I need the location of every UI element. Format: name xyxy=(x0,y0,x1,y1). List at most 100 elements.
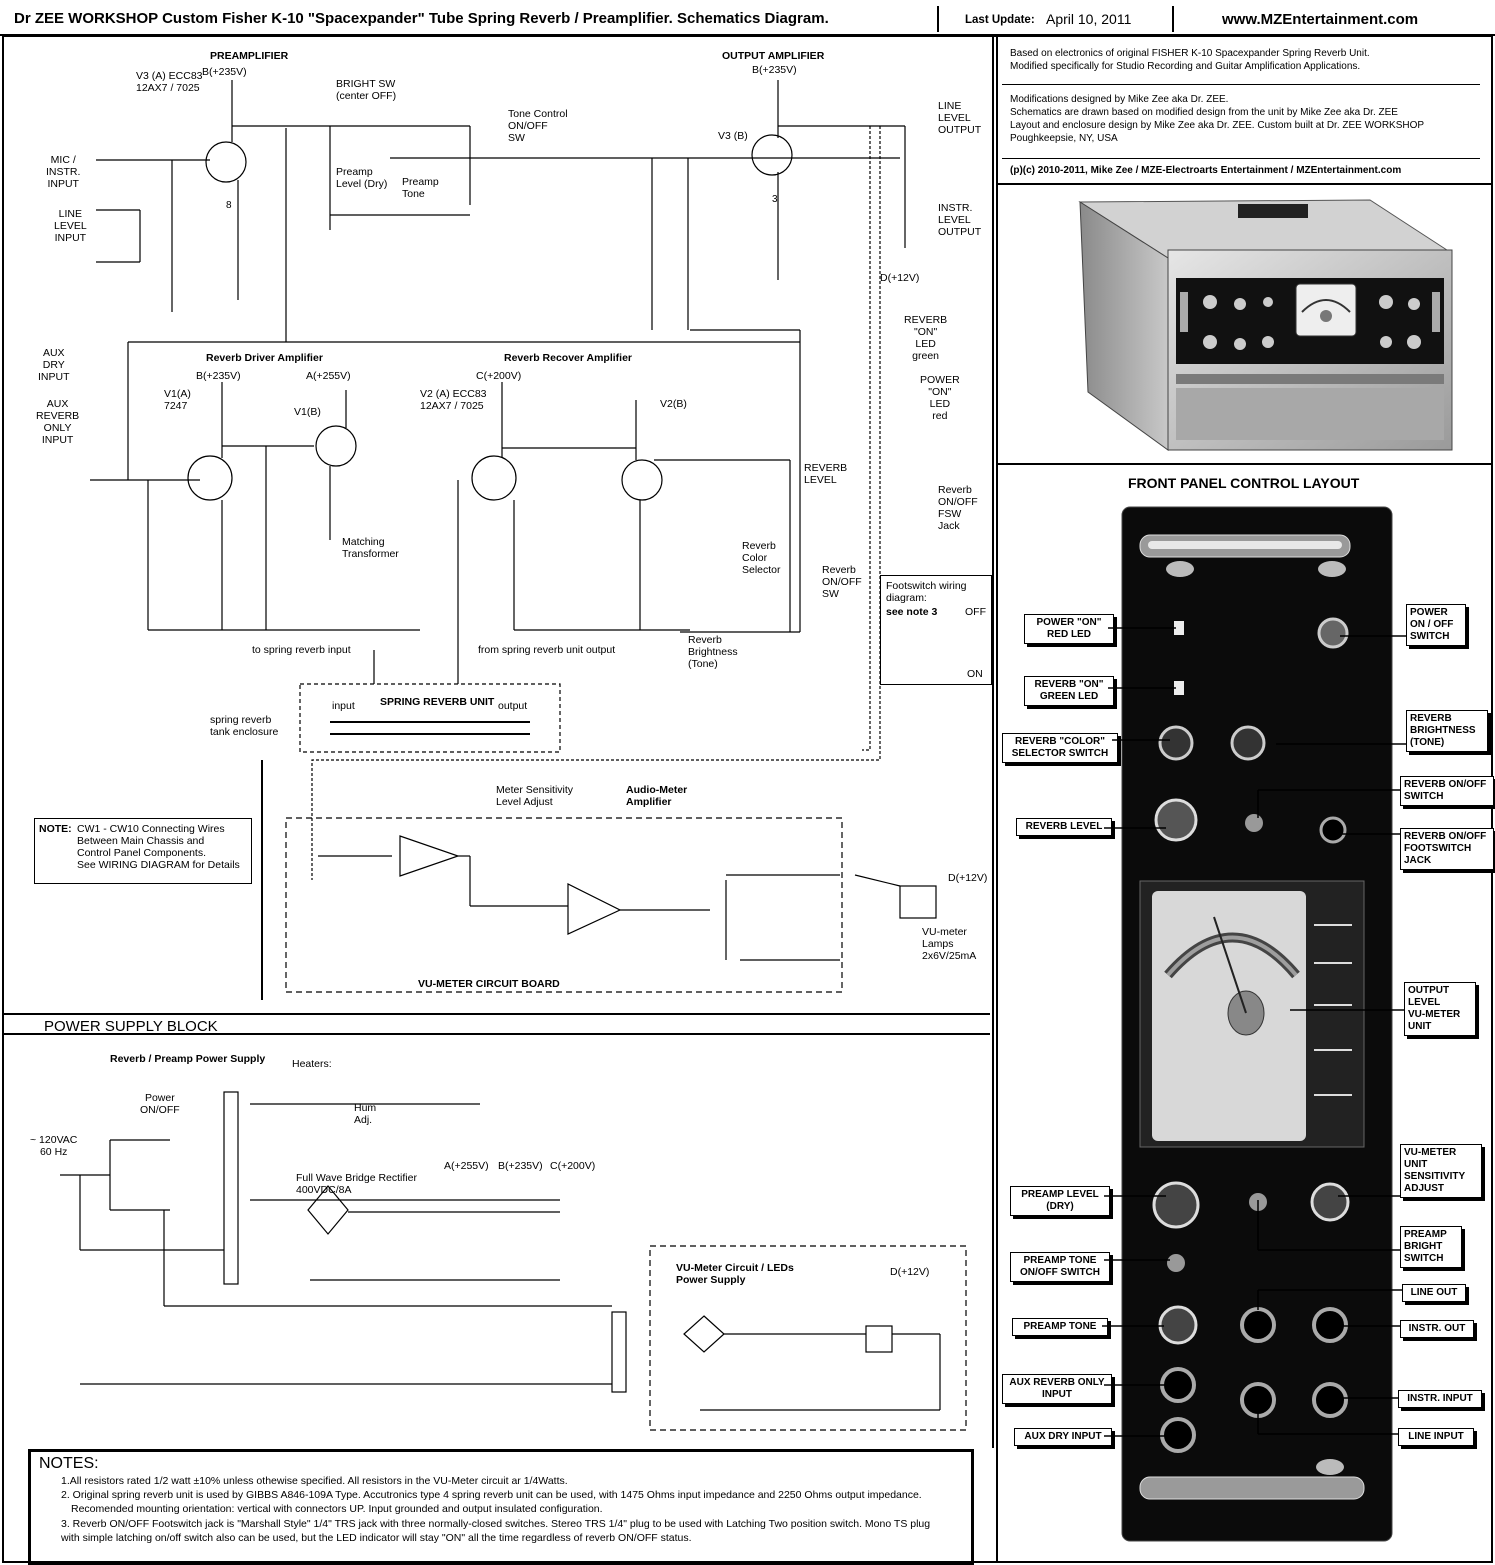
note-2b: Recomended mounting orientation: vertica… xyxy=(71,1503,603,1515)
psu-b-plus: B(+235V) xyxy=(498,1160,543,1172)
section-spring-unit: SPRING REVERB UNIT xyxy=(380,696,495,708)
driver-a-plus: A(+255V) xyxy=(306,370,351,382)
svg-text:8: 8 xyxy=(226,200,232,211)
callout-footswitch-jack: REVERB ON/OFF FOOTSWITCH JACK xyxy=(1400,828,1494,870)
enclosure-photo xyxy=(1078,199,1453,451)
footswitch-text: Footswitch wiring diagram: xyxy=(886,580,967,604)
section-output-amp: OUTPUT AMPLIFIER xyxy=(722,50,825,62)
label-input: input xyxy=(332,700,355,712)
callout-instr-input: INSTR. INPUT xyxy=(1398,1390,1482,1408)
section-audio-meter: Audio-Meter Amplifier xyxy=(626,784,688,808)
callout-vu-sensitivity: VU-METER UNIT SENSITIVITY ADJUST xyxy=(1400,1144,1482,1198)
label-power-led: POWER "ON" LED red xyxy=(920,374,960,422)
schematic-wiring: 8 3 xyxy=(60,80,967,1431)
info-line-6: Poughkeepsie, NY, USA xyxy=(1010,133,1118,144)
led-d-plus: D(+12V) xyxy=(880,272,920,284)
vu-d-plus: D(+12V) xyxy=(948,872,988,884)
info-line-2: Modified specifically for Studio Recordi… xyxy=(1010,61,1361,72)
label-mic-input: MIC / INSTR. INPUT xyxy=(46,154,81,190)
section-reverb-driver: Reverb Driver Amplifier xyxy=(206,352,323,364)
footswitch-off: OFF xyxy=(965,606,986,618)
note-2a: 2. Original spring reverb unit is used b… xyxy=(61,1489,922,1501)
tube-v2a: V2 (A) ECC83 12AX7 / 7025 xyxy=(420,388,487,412)
callout-line-out: LINE OUT xyxy=(1402,1284,1466,1302)
label-heaters: Heaters: xyxy=(292,1058,332,1070)
vu-psu-d-plus: D(+12V) xyxy=(890,1266,930,1278)
page-title: Dr ZEE WORKSHOP Custom Fisher K-10 "Spac… xyxy=(14,10,829,27)
notes-box: NOTES: 1.All resistors rated 1/2 watt ±1… xyxy=(28,1449,974,1565)
callout-reverb-level: REVERB LEVEL xyxy=(1016,818,1112,836)
psu-a-plus: A(+255V) xyxy=(444,1160,489,1172)
info-line-4: Schematics are drawn based on modified d… xyxy=(1010,107,1398,118)
label-vu-lamps: VU-meter Lamps 2x6V/25mA xyxy=(922,926,977,962)
label-tone-sw: Tone Control ON/OFF SW xyxy=(508,108,568,144)
footswitch-on: ON xyxy=(967,668,983,680)
label-matching-transformer: Matching Transformer xyxy=(342,536,399,560)
note-label: NOTE: xyxy=(39,823,72,835)
section-reverb-recover: Reverb Recover Amplifier xyxy=(504,352,632,364)
callout-reverb-led: REVERB "ON" GREEN LED xyxy=(1024,676,1114,706)
driver-b-plus: B(+235V) xyxy=(196,370,241,382)
label-aux-dry: AUX DRY INPUT xyxy=(38,347,70,383)
section-preamp: PREAMPLIFIER xyxy=(210,50,289,62)
label-reverb-sw: Reverb ON/OFF SW xyxy=(822,564,862,600)
svg-text:3: 3 xyxy=(772,194,778,205)
preamp-b-plus: B(+235V) xyxy=(202,66,247,78)
label-instr-output: INSTR. LEVEL OUTPUT xyxy=(938,202,982,238)
copyright: (p)(c) 2010-2011, Mike Zee / MZE-Electro… xyxy=(1010,165,1402,176)
label-tank: spring reverb tank enclosure xyxy=(210,714,279,738)
label-fsw-jack: Reverb ON/OFF FSW Jack xyxy=(938,484,978,532)
label-bridge-rectifier: Full Wave Bridge Rectifier 400VDC/8A xyxy=(296,1172,417,1196)
front-panel-photo xyxy=(1121,506,1393,1542)
label-output: output xyxy=(498,700,528,712)
note-1: 1.All resistors rated 1/2 watt ±10% unle… xyxy=(61,1475,568,1487)
info-line-5: Layout and enclosure design by Mike Zee … xyxy=(1010,120,1425,131)
callout-instr-out: INSTR. OUT xyxy=(1400,1320,1474,1338)
label-meter-sensitivity: Meter Sensitivity Level Adjust xyxy=(496,784,574,808)
callout-bright-switch: PREAMP BRIGHT SWITCH xyxy=(1400,1226,1462,1268)
section-power-block: POWER SUPPLY BLOCK xyxy=(44,1018,218,1035)
callout-vu-meter: OUTPUT LEVEL VU-METER UNIT xyxy=(1404,982,1476,1036)
section-reverb-psu: Reverb / Preamp Power Supply xyxy=(110,1053,266,1065)
label-reverb-color: Reverb Color Selector xyxy=(742,540,781,576)
label-line-input: LINE LEVEL INPUT xyxy=(54,208,87,244)
last-update-label: Last Update: xyxy=(965,14,1035,26)
label-reverb-led: REVERB "ON" LED green xyxy=(904,314,948,362)
psu-c-plus: C(+200V) xyxy=(550,1160,596,1172)
callout-preamp-tone: PREAMP TONE xyxy=(1012,1318,1108,1336)
note-3a: 3. Reverb ON/OFF Footswitch jack is "Mar… xyxy=(61,1518,931,1530)
label-preamp-tone: Preamp Tone xyxy=(402,176,439,200)
output-b-plus: B(+235V) xyxy=(752,64,797,76)
section-vu-board: VU-METER CIRCUIT BOARD xyxy=(418,978,560,990)
recover-c-plus: C(+200V) xyxy=(476,370,522,382)
callout-power-led: POWER "ON" RED LED xyxy=(1024,614,1114,644)
label-preamp-level: Preamp Level (Dry) xyxy=(336,166,388,190)
footswitch-note: see note 3 xyxy=(886,606,938,618)
tube-v3a: V3 (A) ECC83 12AX7 / 7025 xyxy=(136,70,203,94)
note-box: NOTE: CW1 - CW10 Connecting Wires Betwee… xyxy=(34,818,252,884)
callout-tone-switch: PREAMP TONE ON/OFF SWITCH xyxy=(1010,1252,1110,1282)
label-aux-reverb: AUX REVERB ONLY INPUT xyxy=(36,398,80,446)
callout-reverb-switch: REVERB ON/OFF SWITCH xyxy=(1400,776,1494,806)
callout-line-input: LINE INPUT xyxy=(1398,1428,1474,1446)
label-reverb-brightness: Reverb Brightness (Tone) xyxy=(688,634,738,670)
info-line-1: Based on electronics of original FISHER … xyxy=(1010,48,1370,59)
website-link[interactable]: www.MZEntertainment.com xyxy=(1222,11,1419,28)
label-bright-sw: BRIGHT SW (center OFF) xyxy=(336,78,397,102)
tube-v1a: V1(A) 7247 xyxy=(164,388,191,412)
callout-leader-lines xyxy=(1102,627,1406,1437)
tube-v2b: V2(B) xyxy=(660,398,687,410)
label-line-output: LINE LEVEL OUTPUT xyxy=(938,100,982,136)
label-ac-input: ~ 120VAC 60 Hz xyxy=(30,1134,78,1158)
callout-color-selector: REVERB "COLOR" SELECTOR SWITCH xyxy=(1002,733,1118,763)
callout-reverb-brightness: REVERB BRIGHTNESS (TONE) xyxy=(1406,710,1488,752)
section-vu-psu: VU-Meter Circuit / LEDs Power Supply xyxy=(676,1262,794,1286)
note-3b: with simple latching on/off switch also … xyxy=(61,1532,692,1544)
label-to-spring: to spring reverb input xyxy=(252,644,351,656)
footswitch-wiring-box: Footswitch wiring diagram: see note 3 OF… xyxy=(880,575,992,685)
notes-title: NOTES: xyxy=(39,1455,99,1472)
label-hum-adj: Hum Adj. xyxy=(354,1102,377,1126)
tube-v3b: V3 (B) xyxy=(718,130,748,142)
callout-preamp-level: PREAMP LEVEL (DRY) xyxy=(1010,1186,1110,1216)
label-reverb-level: REVERB LEVEL xyxy=(804,462,848,486)
